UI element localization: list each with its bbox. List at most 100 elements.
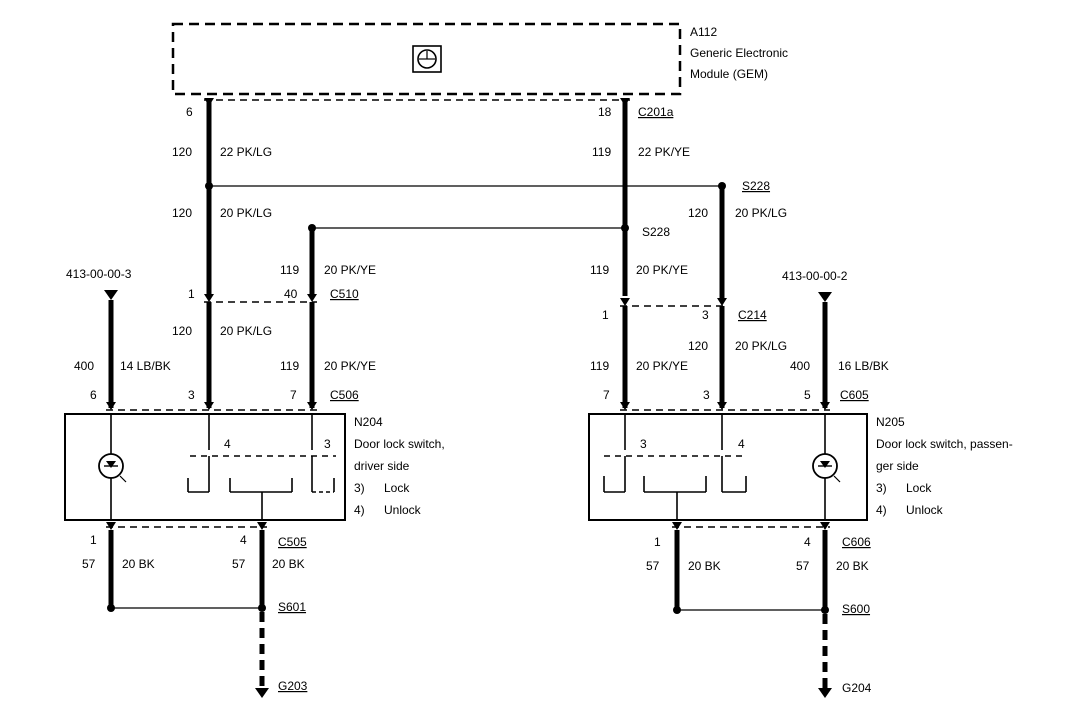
ref-left: 413-00-00-3 (66, 267, 132, 281)
splice-dot (205, 182, 213, 190)
wire-22-pkye: 22 PK/YE (638, 145, 690, 159)
ckt-119-h: 119 (590, 359, 609, 373)
wire-22-pklg: 22 PK/LG (220, 145, 272, 159)
splice-s601-label: S601 (278, 600, 306, 614)
n204-line1: Door lock switch, (354, 437, 445, 451)
c214-pin-3: 3 (702, 308, 709, 322)
n204-item4-label: Unlock (384, 503, 422, 517)
connector-arrow (204, 98, 214, 106)
c605-pin-3: 3 (703, 388, 710, 402)
ref-arrow-right-icon (818, 292, 832, 302)
connector-arrow (717, 298, 727, 306)
ckt-57-c: 57 (646, 559, 660, 573)
connector-arrow (106, 402, 116, 410)
n204-pin-b: 3 (324, 437, 331, 451)
c506l-pin-7: 7 (290, 388, 297, 402)
ground-g204-label: G204 (842, 681, 872, 695)
illumination-lamp-icon (812, 453, 841, 483)
ckt-57-a: 57 (82, 557, 96, 571)
connector-arrow (620, 298, 630, 306)
wire-16-lbbk: 16 LB/BK (838, 359, 889, 373)
wire-20-pklg-s228: 20 PK/LG (735, 206, 787, 220)
ckt-120-s228: 120 (688, 206, 708, 220)
ckt-57-d: 57 (796, 559, 810, 573)
ref-arrow-left-icon (104, 290, 118, 300)
wire-20-pkye-c: 20 PK/YE (324, 263, 376, 277)
c505-pin-4: 4 (240, 533, 247, 547)
c605-pin-7: 7 (603, 388, 610, 402)
n205-item4-num: 4) (876, 503, 887, 517)
n204-item3-num: 3) (354, 481, 365, 495)
connector-arrow (204, 402, 214, 410)
connector-c506-left-label: C506 (330, 388, 359, 402)
gem-name-line1: Generic Electronic (690, 46, 788, 60)
c505-pin-1: 1 (90, 533, 97, 547)
splice-s600-label: S600 (842, 602, 870, 616)
gem-name-line2: Module (GEM) (690, 67, 768, 81)
ckt-120-b: 120 (172, 206, 192, 220)
switch-n204: 4 3 N204 Door lock switch, driver side 3… (64, 413, 445, 521)
n204-item4-num: 4) (354, 503, 365, 517)
switch-n205-box (588, 413, 868, 521)
ckt-120-f: 120 (688, 339, 708, 353)
connector-arrow (820, 402, 830, 410)
illumination-lamp-icon (98, 453, 127, 483)
ckt-120-e: 120 (172, 324, 192, 338)
ckt-119-d: 119 (590, 263, 609, 277)
splice-s228-lower-label: S228 (642, 225, 670, 239)
wire-20-pklg-f: 20 PK/LG (735, 339, 787, 353)
wire-20-pklg-b: 20 PK/LG (220, 206, 272, 220)
c506l-pin-3: 3 (188, 388, 195, 402)
connector-c510-label: C510 (330, 287, 359, 301)
c510-pin-1: 1 (188, 287, 195, 301)
ground-arrow-icon (255, 688, 269, 698)
connector-arrow (307, 294, 317, 302)
c214-pin-1: 1 (602, 308, 609, 322)
splice-dot (107, 604, 115, 612)
wire-20-bk-b: 20 BK (272, 557, 305, 571)
connector-c505-label: C505 (278, 535, 307, 549)
connector-arrow (620, 98, 630, 106)
c605-pin-5: 5 (804, 388, 811, 402)
wire-20-bk-d: 20 BK (836, 559, 869, 573)
ckt-400-l: 400 (74, 359, 94, 373)
wire-20-bk-a: 20 BK (122, 557, 155, 571)
ckt-57-b: 57 (232, 557, 246, 571)
connector-arrow (820, 522, 830, 530)
gem-pin-18: 18 (598, 105, 612, 119)
ckt-119-g: 119 (280, 359, 299, 373)
n205-id: N205 (876, 415, 905, 429)
n204-line2: driver side (354, 459, 410, 473)
ground-g203-label: G203 (278, 679, 308, 693)
wire-20-pkye-g: 20 PK/YE (324, 359, 376, 373)
connector-arrow (620, 402, 630, 410)
c510-pin-40: 40 (284, 287, 298, 301)
n205-item3-label: Lock (906, 481, 932, 495)
n205-line2: ger side (876, 459, 919, 473)
ckt-119-c: 119 (280, 263, 299, 277)
connector-arrow (307, 402, 317, 410)
splice-s228-upper-label: S228 (742, 179, 770, 193)
splice-dot (673, 606, 681, 614)
n205-pin-a: 3 (640, 437, 647, 451)
n204-item3-label: Lock (384, 481, 410, 495)
splice-s600-dot (821, 606, 829, 614)
connector-c605-label: C605 (840, 388, 869, 402)
ckt-400-r: 400 (790, 359, 810, 373)
n204-id: N204 (354, 415, 383, 429)
n205-line1: Door lock switch, passen- (876, 437, 1013, 451)
ckt-120-a: 120 (172, 145, 192, 159)
ckt-119-a: 119 (592, 145, 611, 159)
connector-c606-label: C606 (842, 535, 871, 549)
connector-arrow (204, 294, 214, 302)
gem-pin-6: 6 (186, 105, 193, 119)
n205-item4-label: Unlock (906, 503, 944, 517)
connector-c201a-label: C201a (638, 105, 674, 119)
n205-pin-b: 4 (738, 437, 745, 451)
splice-s228-lower-dot (621, 224, 629, 232)
splice-s601-dot (258, 604, 266, 612)
connector-arrow (672, 522, 682, 530)
gem-module: A112 Generic Electronic Module (GEM) (171, 22, 788, 96)
c606-pin-4: 4 (804, 535, 811, 549)
